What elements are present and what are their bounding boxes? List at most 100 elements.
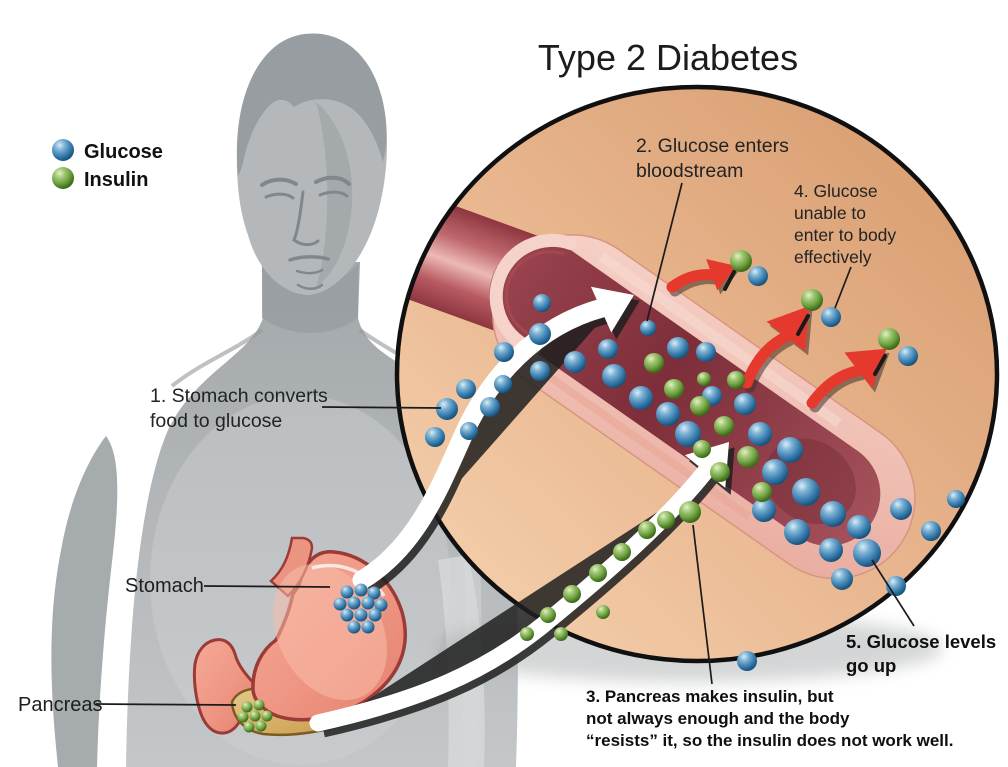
legend-insulin-label: Insulin bbox=[84, 169, 148, 191]
glucose-sphere bbox=[347, 596, 361, 610]
glucose-sphere bbox=[361, 620, 375, 634]
glucose-sphere bbox=[333, 597, 347, 611]
pancreas-insulin-cluster bbox=[237, 699, 273, 733]
pancreas-leader-line bbox=[95, 703, 237, 706]
insulin-sphere bbox=[249, 710, 261, 722]
insulin-spheres bbox=[520, 250, 900, 641]
step3-leader-line bbox=[692, 524, 713, 685]
block-tick-2 bbox=[796, 314, 810, 336]
glucose-sphere bbox=[460, 422, 478, 440]
legend-insulin-icon bbox=[52, 167, 74, 189]
glucose-sphere bbox=[530, 361, 550, 381]
step4-line1: 4. Glucose bbox=[794, 181, 878, 201]
insulin-sphere bbox=[638, 521, 656, 539]
vessel-wall-highlight bbox=[598, 252, 842, 428]
glucose-sphere bbox=[667, 337, 689, 359]
stomach-leader-line bbox=[203, 585, 331, 588]
insulin-sphere bbox=[690, 396, 710, 416]
stomach-label: Stomach bbox=[125, 575, 204, 597]
glucose-sphere bbox=[480, 397, 500, 417]
glucose-sphere bbox=[425, 427, 445, 447]
step4-label: 4. Glucose unable to enter to body effec… bbox=[794, 181, 896, 267]
insulin-sphere bbox=[563, 585, 581, 603]
step5-label: 5. Glucose levels go up bbox=[846, 631, 996, 676]
glucose-sphere-step4-target bbox=[821, 307, 841, 327]
stomach-glucose-cluster bbox=[333, 583, 388, 634]
glucose-sphere bbox=[752, 498, 776, 522]
blocked-exit-arrows bbox=[671, 242, 892, 427]
block-tick-1 bbox=[723, 270, 736, 291]
insulin-sphere-escaped bbox=[730, 250, 752, 272]
glucose-sphere bbox=[340, 585, 354, 599]
step5-line1: 5. Glucose levels bbox=[846, 631, 996, 652]
insulin-sphere bbox=[589, 564, 607, 582]
glucose-sphere bbox=[361, 596, 375, 610]
legend-glucose-label: Glucose bbox=[84, 141, 163, 163]
glucose-sphere bbox=[368, 608, 382, 622]
glucose-sphere bbox=[792, 478, 820, 506]
insulin-sphere bbox=[613, 543, 631, 561]
glucose-sphere-step5-target bbox=[853, 539, 881, 567]
pancreas-label: Pancreas bbox=[18, 694, 103, 716]
insulin-sphere bbox=[243, 721, 255, 733]
glucose-sphere-escaped bbox=[748, 266, 768, 286]
glucose-sphere bbox=[675, 421, 701, 447]
glucose-sphere bbox=[847, 515, 871, 539]
insulin-sphere bbox=[664, 379, 684, 399]
step5-leader-line bbox=[871, 559, 915, 627]
glucose-sphere bbox=[367, 586, 381, 600]
step4-line2: unable to bbox=[794, 203, 866, 223]
glucose-sphere bbox=[777, 437, 803, 463]
glucose-sphere bbox=[533, 294, 551, 312]
step5-line2: go up bbox=[846, 655, 896, 676]
insulin-sphere-step3-target bbox=[679, 501, 701, 523]
silhouette-trap-line-left bbox=[170, 328, 264, 388]
glucose-sphere bbox=[784, 519, 810, 545]
page-title: Type 2 Diabetes bbox=[538, 37, 798, 78]
insulin-sphere bbox=[253, 699, 265, 711]
glucose-sphere bbox=[347, 620, 361, 634]
step3-line1: 3. Pancreas makes insulin, but bbox=[586, 687, 834, 706]
step4-line4: effectively bbox=[794, 247, 872, 267]
insulin-sphere bbox=[554, 627, 568, 641]
vessel-cut-rim bbox=[489, 233, 577, 356]
leader-lines bbox=[95, 182, 915, 706]
glucose-sphere bbox=[890, 498, 912, 520]
insulin-sphere bbox=[737, 446, 759, 468]
glucose-sphere bbox=[354, 583, 368, 597]
glucose-sphere bbox=[820, 501, 846, 527]
glucose-sphere bbox=[656, 402, 680, 426]
insulin-sphere bbox=[710, 462, 730, 482]
step2-line2: bloodstream bbox=[636, 160, 743, 182]
step3-line2: not always enough and the body bbox=[586, 709, 850, 728]
silhouette-face-shadow bbox=[316, 102, 353, 288]
block-tick-3 bbox=[873, 354, 887, 376]
step1-line2: food to glucose bbox=[150, 410, 282, 432]
insulin-sphere bbox=[752, 482, 772, 502]
glucose-sphere bbox=[354, 608, 368, 622]
insulin-sphere bbox=[596, 605, 610, 619]
insulin-sphere-escaped bbox=[801, 289, 823, 311]
insulin-sphere bbox=[540, 607, 556, 623]
glucose-sphere bbox=[737, 651, 757, 671]
glucose-sphere bbox=[831, 568, 853, 590]
glucose-sphere bbox=[494, 375, 512, 393]
glucose-sphere bbox=[494, 342, 514, 362]
glucose-sphere-step2-target bbox=[640, 320, 656, 336]
insulin-sphere bbox=[714, 416, 734, 436]
glucose-sphere bbox=[762, 459, 788, 485]
silhouette-hair bbox=[236, 33, 387, 176]
step2-leader-line bbox=[646, 182, 683, 322]
insulin-sphere bbox=[693, 440, 711, 458]
insulin-sphere bbox=[237, 711, 249, 723]
step1-label: 1. Stomach converts food to glucose bbox=[150, 385, 328, 432]
insulin-sphere bbox=[697, 372, 711, 386]
insulin-sphere bbox=[241, 701, 253, 713]
glucose-sphere bbox=[564, 351, 586, 373]
glucose-sphere bbox=[598, 339, 618, 359]
step3-label: 3. Pancreas makes insulin, but not alway… bbox=[586, 687, 953, 750]
step1-line1: 1. Stomach converts bbox=[150, 385, 328, 407]
silhouette-face-features bbox=[260, 175, 351, 290]
